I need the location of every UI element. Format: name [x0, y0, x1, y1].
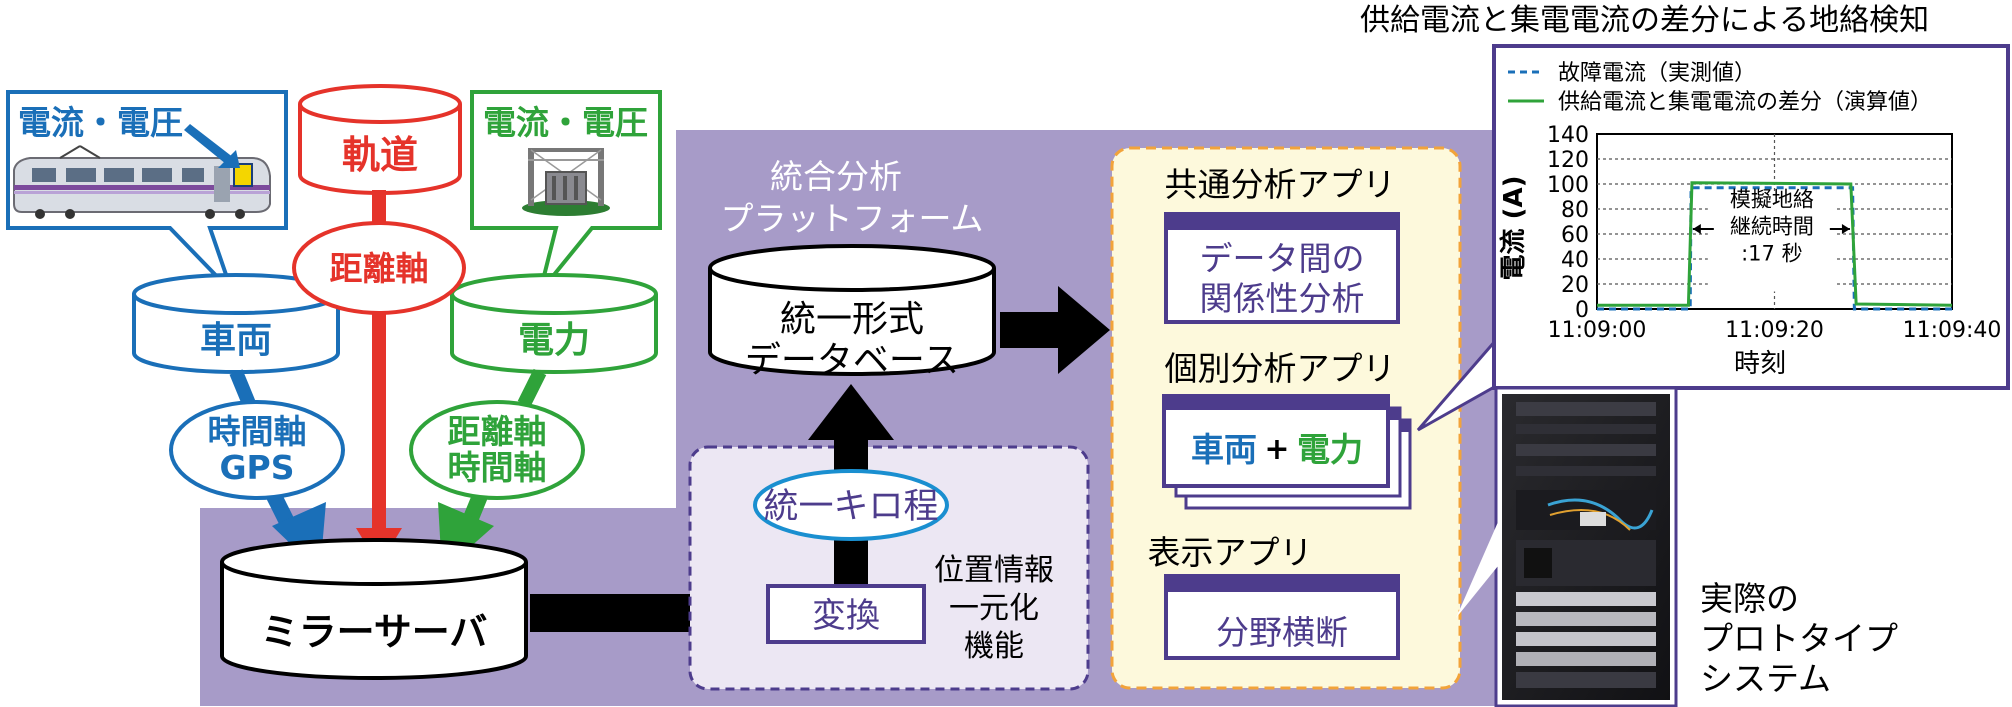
individual-app-power: 電力 — [1297, 430, 1363, 469]
position-function-line3: 機能 — [964, 629, 1024, 664]
vehicle-db: 車両 — [132, 273, 340, 374]
annotation-background — [1707, 194, 1836, 292]
vehicle-axis-line1: 時間軸 — [208, 412, 307, 451]
annotation-text: 模擬地絡 — [1730, 188, 1814, 212]
track-db-label: 軌道 — [342, 133, 418, 177]
chart-ylabel: 電流 (A) — [1499, 176, 1529, 281]
x-tick-label: 11:09:00 — [1548, 318, 1647, 343]
x-tick-label: 11:09:20 — [1725, 318, 1824, 343]
y-tick-label: 20 — [1561, 273, 1589, 298]
chart-xlabel: 時刻 — [1734, 349, 1786, 379]
individual-app-stack: 車両 + 電力 — [1162, 394, 1412, 510]
power-connector — [517, 368, 547, 408]
annotation-text: 継続時間 — [1730, 215, 1814, 239]
vehicle-db-label: 車両 — [200, 320, 272, 361]
substation-icon — [522, 148, 610, 216]
app-panel: 共通分析アプリ データ間の 関係性分析 個別分析アプリ 車両 + 電力 表示アプ… — [1110, 146, 1462, 690]
series-fault-current-line — [1597, 186, 1952, 311]
train-icon — [13, 124, 271, 219]
track-axis-label: 距離軸 — [330, 249, 429, 288]
power-db-label: 電力 — [518, 320, 590, 361]
track-axis: 距離軸 — [292, 221, 466, 315]
server-rack-photo — [1456, 386, 1678, 707]
power-axis-line2: 時間軸 — [448, 448, 547, 487]
common-app-line2: 関係性分析 — [1200, 279, 1365, 318]
y-tick-label: 140 — [1547, 123, 1589, 148]
duration-arrowhead-right — [1841, 224, 1850, 234]
series-current-difference-line — [1597, 181, 1953, 307]
vehicle-axis-line2: GPS — [219, 448, 294, 487]
prototype-line2: プロトタイプ — [1700, 619, 1898, 658]
power-axis: 距離軸 時間軸 — [409, 400, 585, 500]
position-function-line2: 一元化 — [949, 591, 1039, 626]
prototype-line1: 実際の — [1700, 579, 1799, 618]
display-app-title: 表示アプリ — [1148, 533, 1313, 572]
individual-app-vehicle: 車両 — [1191, 430, 1257, 469]
db-to-apps-arrow — [1000, 286, 1110, 374]
y-tick-label: 80 — [1561, 198, 1589, 223]
common-app-title: 共通分析アプリ — [1165, 165, 1396, 204]
individual-app-title: 個別分析アプリ — [1165, 349, 1396, 388]
mirror-server-label: ミラーサーバ — [261, 610, 488, 654]
kilometrage-label: 統一キロ程 — [763, 487, 938, 527]
y-tick-label: 40 — [1561, 248, 1589, 273]
kilometrage-ellipse: 統一キロ程 — [753, 469, 949, 541]
common-app-line1: データ間の — [1200, 239, 1365, 278]
legend-label-fault: 故障電流（実測値） — [1558, 61, 1756, 86]
power-measure-label: 電流・電圧 — [483, 103, 648, 142]
power-axis-line1: 距離軸 — [448, 412, 547, 451]
legend-label-diff: 供給電流と集電電流の差分（演算値） — [1558, 90, 1932, 115]
convert-box: 変換 — [766, 584, 926, 644]
vehicle-source: 電流・電圧 — [6, 90, 288, 294]
power-source: 電流・電圧 — [470, 90, 662, 294]
y-tick-label: 120 — [1547, 148, 1589, 173]
y-tick-label: 100 — [1547, 173, 1589, 198]
platform-title-line1: 統合分析 — [770, 157, 902, 196]
mirror-server: ミラーサーバ — [220, 538, 528, 680]
vehicle-measure-label: 電流・電圧 — [18, 103, 183, 142]
individual-app-plus: + — [1264, 432, 1289, 467]
platform-title-line2: プラットフォーム — [720, 199, 983, 238]
y-tick-label: 60 — [1561, 223, 1589, 248]
x-tick-label: 11:09:40 — [1903, 318, 2002, 343]
unified-db: 統一形式 データベース — [708, 244, 996, 381]
display-app-box: 分野横断 — [1164, 574, 1400, 660]
common-app-box: データ間の 関係性分析 — [1164, 212, 1400, 324]
display-app-label: 分野横断 — [1216, 613, 1348, 652]
convert-label: 変換 — [812, 596, 880, 636]
position-function-line1: 位置情報 — [934, 553, 1054, 588]
duration-arrowhead-left — [1692, 224, 1701, 234]
chart-legend: 故障電流（実測値） 供給電流と集電電流の差分（演算値） — [1508, 61, 1932, 115]
unified-db-line1: 統一形式 — [780, 299, 924, 340]
vehicle-axis: 時間軸 GPS — [169, 400, 345, 500]
y-tick-label: 0 — [1575, 298, 1589, 323]
prototype-line3: システム — [1700, 659, 1831, 698]
track-source: 軌道 — [298, 84, 462, 195]
chart-title: 供給電流と集電電流の差分による地絡検知 — [1360, 3, 1929, 38]
unified-db-line2: データベース — [745, 340, 959, 381]
power-db: 電力 — [450, 273, 658, 374]
annotation-text: :17 秒 — [1741, 242, 1802, 266]
